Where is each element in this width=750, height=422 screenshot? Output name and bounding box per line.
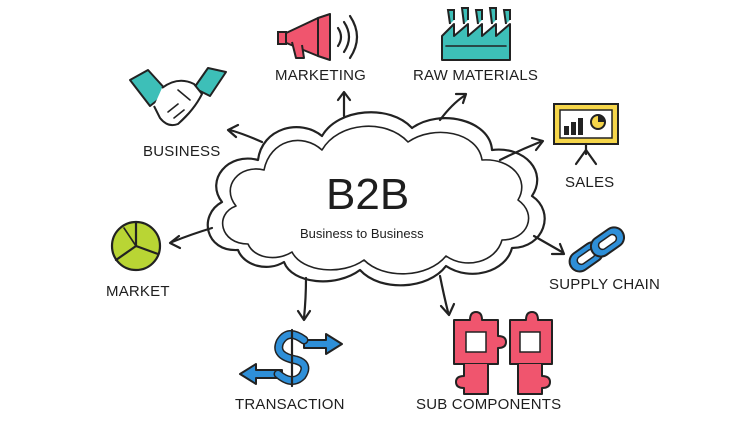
megaphone-icon bbox=[277, 13, 359, 61]
handshake-icon bbox=[129, 67, 227, 127]
arrow-raw-materials bbox=[438, 94, 466, 122]
arrow-sub-components bbox=[438, 274, 450, 314]
arrow-sales bbox=[498, 140, 542, 162]
pie-chart-icon bbox=[110, 220, 162, 272]
label-raw-materials: RAW MATERIALS bbox=[413, 67, 538, 84]
label-transaction: TRANSACTION bbox=[235, 396, 345, 413]
connector-arrows bbox=[168, 90, 566, 322]
central-cloud bbox=[206, 111, 546, 287]
center-subtitle: Business to Business bbox=[300, 226, 424, 241]
label-business: BUSINESS bbox=[143, 143, 220, 160]
label-market: MARKET bbox=[106, 283, 170, 300]
presentation-board-icon bbox=[553, 103, 619, 166]
dollar-arrows-icon bbox=[239, 328, 343, 388]
label-sales: SALES bbox=[565, 174, 614, 191]
label-sub-components: SUB COMPONENTS bbox=[416, 396, 561, 413]
puzzle-pieces-icon bbox=[453, 311, 553, 395]
arrow-market bbox=[170, 226, 214, 244]
center-title: B2B bbox=[326, 170, 409, 219]
chain-link-icon bbox=[568, 226, 626, 273]
factory-icon bbox=[441, 7, 511, 61]
label-marketing: MARKETING bbox=[275, 67, 366, 84]
arrow-business bbox=[228, 128, 264, 144]
arrow-transaction bbox=[302, 276, 308, 320]
arrow-supply-chain bbox=[532, 234, 564, 254]
label-supply-chain: SUPPLY CHAIN bbox=[549, 276, 660, 293]
